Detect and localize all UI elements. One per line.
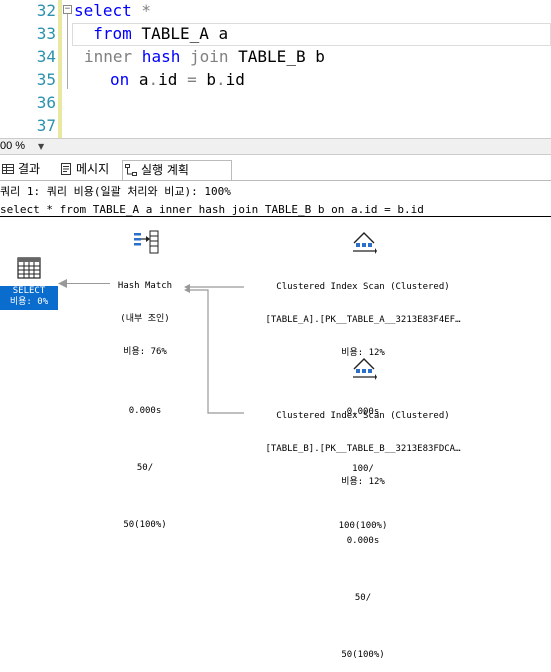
node-rows: 50/ [354,593,372,603]
clustered-index-scan-icon[interactable] [351,229,377,255]
arrow-left-icon [58,279,67,288]
node-object: [TABLE_A].[PK__TABLE_A__3213E83F4EF… [265,315,461,325]
line-number: 32 [36,1,56,20]
node-title: Clustered Index Scan (Clustered) [276,411,450,421]
line-number-gutter: 32 33 34 35 36 37 [0,0,56,138]
node-title: SELECT [12,286,46,296]
tab-label: 결과 [18,162,41,176]
code-line-34[interactable]: inner hash join TABLE_B b [84,47,325,66]
tab-execution-plan[interactable]: 실행 계획 [122,160,232,180]
node-title: Hash Match [117,281,173,291]
line-number: 33 [36,24,56,43]
line-number: 34 [36,47,56,66]
node-cost: 비용: 0% [9,297,49,307]
scan-b-node[interactable]: Clustered Index Scan (Clustered) [TABLE_… [238,389,488,672]
select-icon [17,257,41,279]
query-cost-header: 쿼리 1: 쿼리 비용(일괄 처리와 비교): 100% [0,185,231,198]
node-title: Clustered Index Scan (Clustered) [276,282,450,292]
chevron-down-icon[interactable]: ▼ [38,142,45,151]
hash-match-node[interactable]: Hash Match (내부 조인) 비용: 76% 0.000s 50/ 50… [90,259,200,542]
connector-line [61,283,110,284]
change-indicator-bar [58,0,62,138]
select-node[interactable]: SELECT 비용: 0% [0,286,58,310]
code-line-32[interactable]: select * [74,1,152,20]
fold-guide [67,14,68,89]
node-time: 0.000s [346,536,380,546]
node-object: [TABLE_B].[PK__TABLE_B__3213E83FDCA… [265,444,461,454]
node-estimate: 50(100%) [341,650,385,660]
line-number: 36 [36,93,56,112]
zoom-level-select[interactable]: 00 % [0,140,26,152]
collapse-icon[interactable]: − [63,4,72,14]
query-text: select * from TABLE_A a inner hash join … [0,203,424,216]
line-number: 37 [36,116,56,135]
node-cost: 비용: 76% [123,347,167,357]
node-rows: 50/ [136,463,154,473]
node-subtitle: (내부 조인) [120,314,170,324]
results-tabs: 결과 메시지 실행 계획 [0,158,551,181]
message-icon [61,163,71,175]
tab-label: 실행 계획 [141,163,189,177]
line-number: 35 [36,70,56,89]
code-line-33[interactable]: from TABLE_A a [93,24,229,43]
code-line-35[interactable]: on a.id = b.id [110,70,245,89]
node-time: 0.000s [346,407,380,417]
divider [0,216,551,217]
node-rows: 100/ [352,464,374,474]
tab-label: 메시지 [76,162,110,176]
tab-results[interactable]: 결과 [0,160,64,179]
hash-match-icon[interactable] [133,230,159,254]
zoom-bar: 00 % ▼ [0,138,551,155]
node-time: 0.000s [128,406,162,416]
node-cost: 비용: 12% [341,348,385,358]
node-cost: 비용: 12% [341,477,385,487]
sql-editor[interactable]: 32 33 34 35 36 37 − select * from TABLE_… [0,0,551,138]
clustered-index-scan-icon[interactable] [351,355,377,381]
tab-messages[interactable]: 메시지 [58,160,132,179]
grid-icon [2,164,14,174]
node-estimate: 50(100%) [123,520,167,530]
execution-plan-icon [125,164,137,176]
plan-connectors [184,284,244,414]
